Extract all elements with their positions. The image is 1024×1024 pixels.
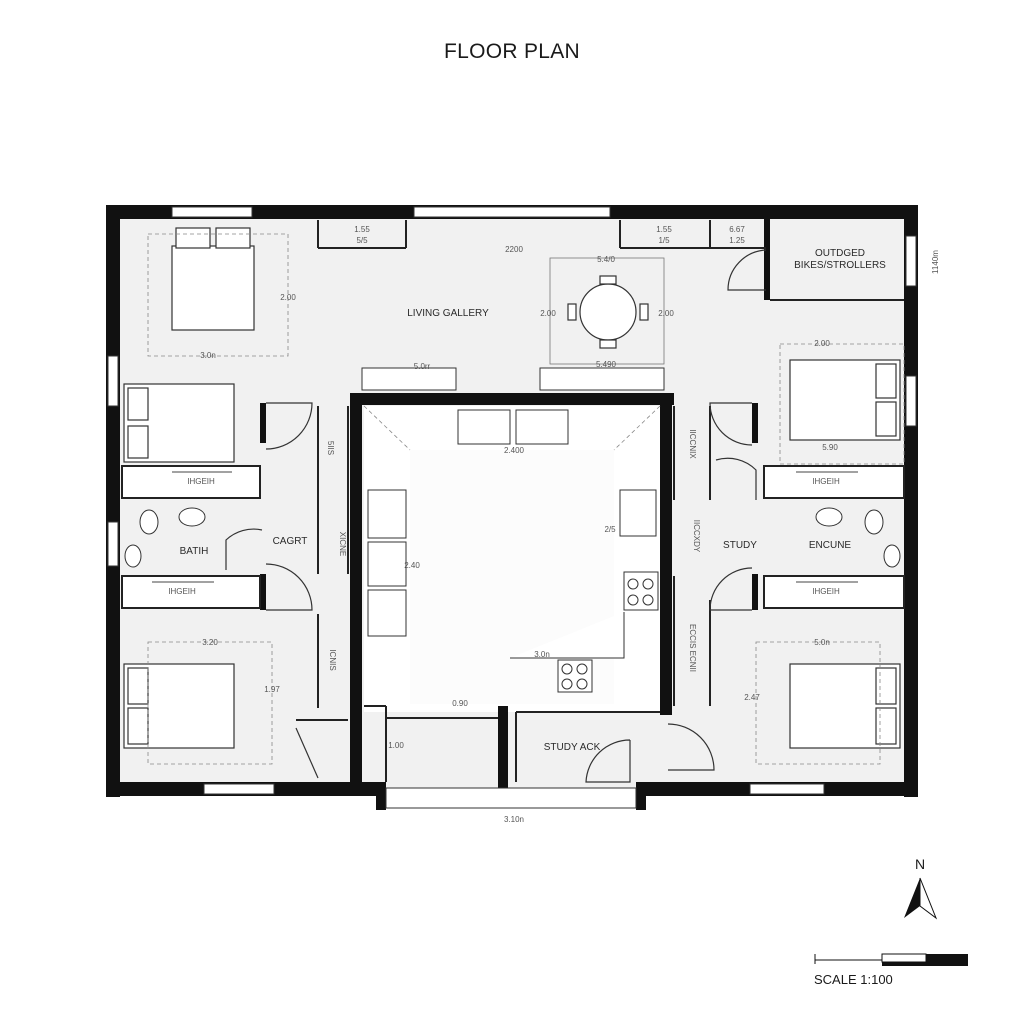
room-label-bikes: BIKES/STROLLERS — [794, 260, 886, 271]
closet-rails — [152, 471, 858, 583]
closet-label: IICCXDY — [692, 520, 701, 553]
room-label-study: STUDY — [723, 540, 757, 551]
dim-label: 2.00 — [540, 309, 556, 318]
dim-label: 5.4/0 — [597, 255, 615, 264]
plan-title: FLOOR PLAN — [443, 40, 581, 63]
dim-label: 1140m — [931, 250, 940, 274]
dim-label: 1.97 — [264, 685, 280, 694]
closet-label: IHGEIH — [168, 587, 196, 596]
north-letter: N — [914, 856, 926, 872]
dim-label: 1.25 — [729, 236, 745, 245]
dim-label: 2.40 — [404, 561, 420, 570]
dining-table — [549, 257, 665, 365]
dim-label: 1.00 — [388, 741, 404, 750]
dim-label: 6.67 — [729, 225, 745, 234]
closet-label: XICNE — [338, 532, 347, 556]
dim-label: 2.00 — [280, 293, 296, 302]
dim-label: 2.00 — [658, 309, 674, 318]
dim-label: 3.10n — [504, 815, 524, 824]
dim-label: 2/5 — [604, 525, 616, 534]
room-label-outdoor: OUTDGED — [815, 248, 865, 259]
north-arrow: N — [896, 856, 944, 926]
room-label-cagrt: CAGRT — [273, 536, 308, 547]
dim-label: 5/5 — [356, 236, 368, 245]
closet-label: IHGEIH — [812, 587, 840, 596]
dim-label: 5.0rr — [414, 362, 431, 371]
room-label-study-ack: STUDY ACK — [544, 742, 601, 753]
dim-label: 3.20 — [202, 638, 218, 647]
room-label-living: LIVING GALLERY — [407, 308, 489, 319]
dim-label: 2.00 — [814, 339, 830, 348]
dim-label: 5.0n — [814, 638, 830, 647]
dim-label: 3.0n — [534, 650, 550, 659]
windows — [107, 206, 917, 809]
dim-label: 3.0n — [200, 351, 216, 360]
dim-label: 2200 — [505, 245, 523, 254]
closet-label: ICNIS — [328, 649, 337, 670]
room-label-encune: ENCUNE — [809, 540, 852, 551]
dim-label: 2.400 — [504, 446, 525, 455]
room-fills — [116, 214, 912, 788]
beds — [123, 227, 901, 749]
compass-icon — [904, 877, 938, 920]
dimension-labels: 1.55 5/5 2200 1.55 1/5 6.67 1.25 5.4/0 2… — [200, 225, 940, 824]
dim-label: 1.55 — [354, 225, 370, 234]
dim-label: 0.90 — [452, 699, 468, 708]
room-label-bath: BATIH — [180, 546, 209, 557]
closet-label: IHGEIH — [812, 477, 840, 486]
dim-label: 1/5 — [658, 236, 670, 245]
closet-label: IICCNIX — [688, 429, 697, 459]
dim-label: 5.490 — [596, 360, 617, 369]
bath-fixtures — [124, 507, 901, 568]
dim-label: 1.55 — [656, 225, 672, 234]
scale-label: SCALE 1:100 — [814, 972, 893, 987]
dimension-boxes — [147, 233, 905, 765]
dim-label: 5.90 — [822, 443, 838, 452]
closet-labels: IHGEIH IHGEIH IHGEIH IHGEIH 5IIS XICNE I… — [168, 429, 840, 672]
dim-label: 2.47 — [744, 693, 760, 702]
closet-label: ECCIS ECNII — [688, 624, 697, 672]
doors — [225, 249, 767, 783]
kitchen-fixtures — [361, 367, 665, 693]
scale-bar — [814, 953, 968, 966]
closet-label: 5IIS — [326, 441, 335, 455]
closet-label: IHGEIH — [187, 477, 215, 486]
partition-lines — [121, 220, 905, 782]
